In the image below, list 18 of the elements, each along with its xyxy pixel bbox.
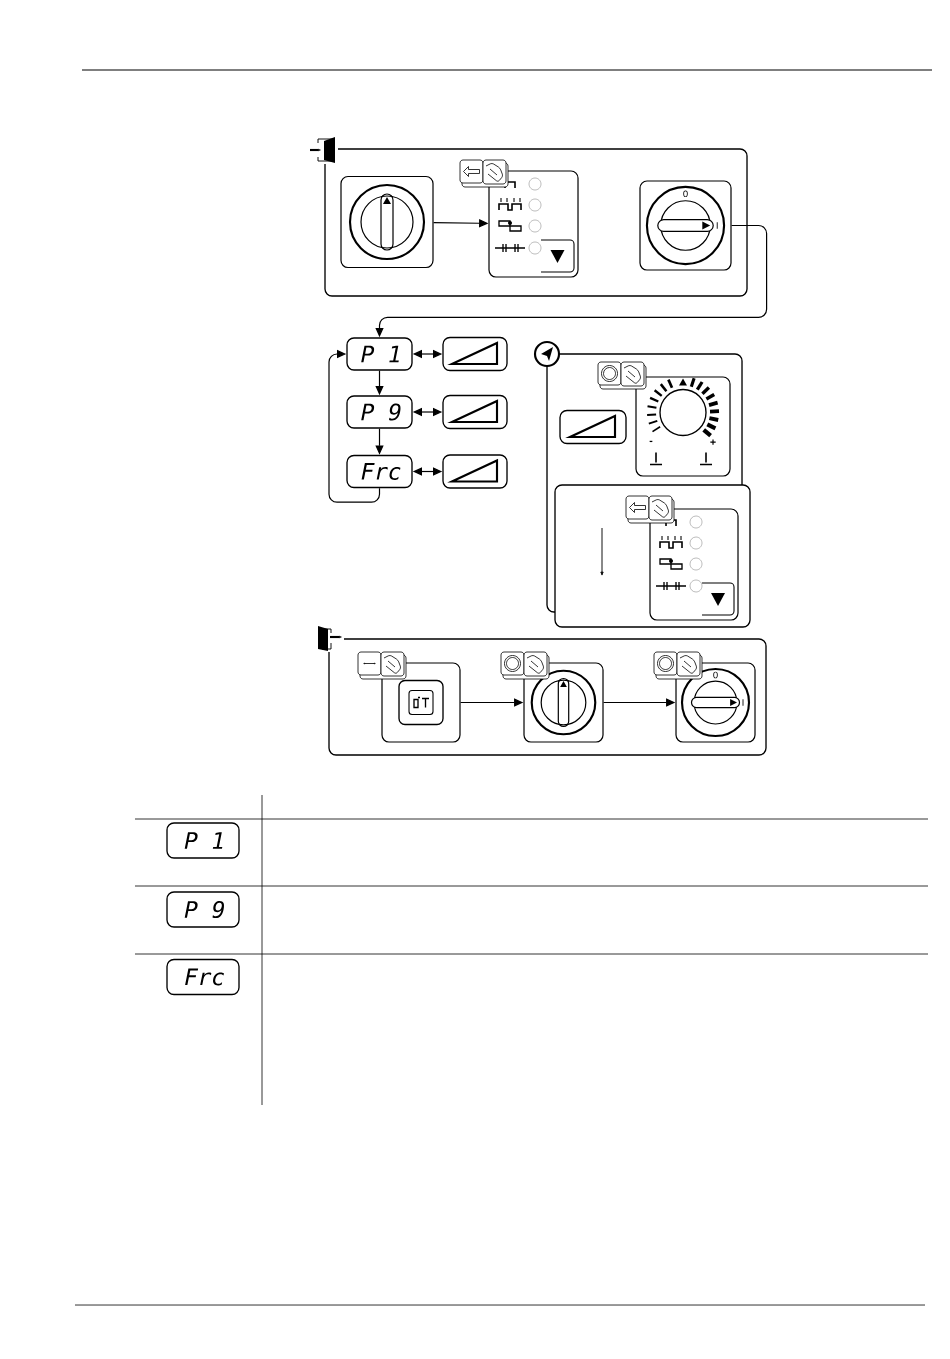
segment-display: Frc xyxy=(346,454,413,489)
segment-display: Frc xyxy=(166,958,240,996)
ramp-button xyxy=(559,409,627,445)
segment-display: P 9 xyxy=(346,395,413,429)
rotary-knob xyxy=(340,175,434,269)
mode-selector-panel xyxy=(649,508,739,621)
segment-display: P 1 xyxy=(346,337,413,371)
push-button xyxy=(381,662,461,743)
segment-display: P 1 xyxy=(166,822,240,859)
rotary-knob xyxy=(523,662,604,743)
segment-display: P 9 xyxy=(166,891,240,928)
ramp-button xyxy=(442,454,508,489)
mode-selector-panel xyxy=(488,170,579,278)
ramp-button xyxy=(442,336,508,372)
ramp-button xyxy=(442,394,508,430)
dial-panel: - + xyxy=(635,376,731,477)
main-switch: 0 I xyxy=(639,180,732,271)
main-switch: 0 I xyxy=(675,662,756,743)
